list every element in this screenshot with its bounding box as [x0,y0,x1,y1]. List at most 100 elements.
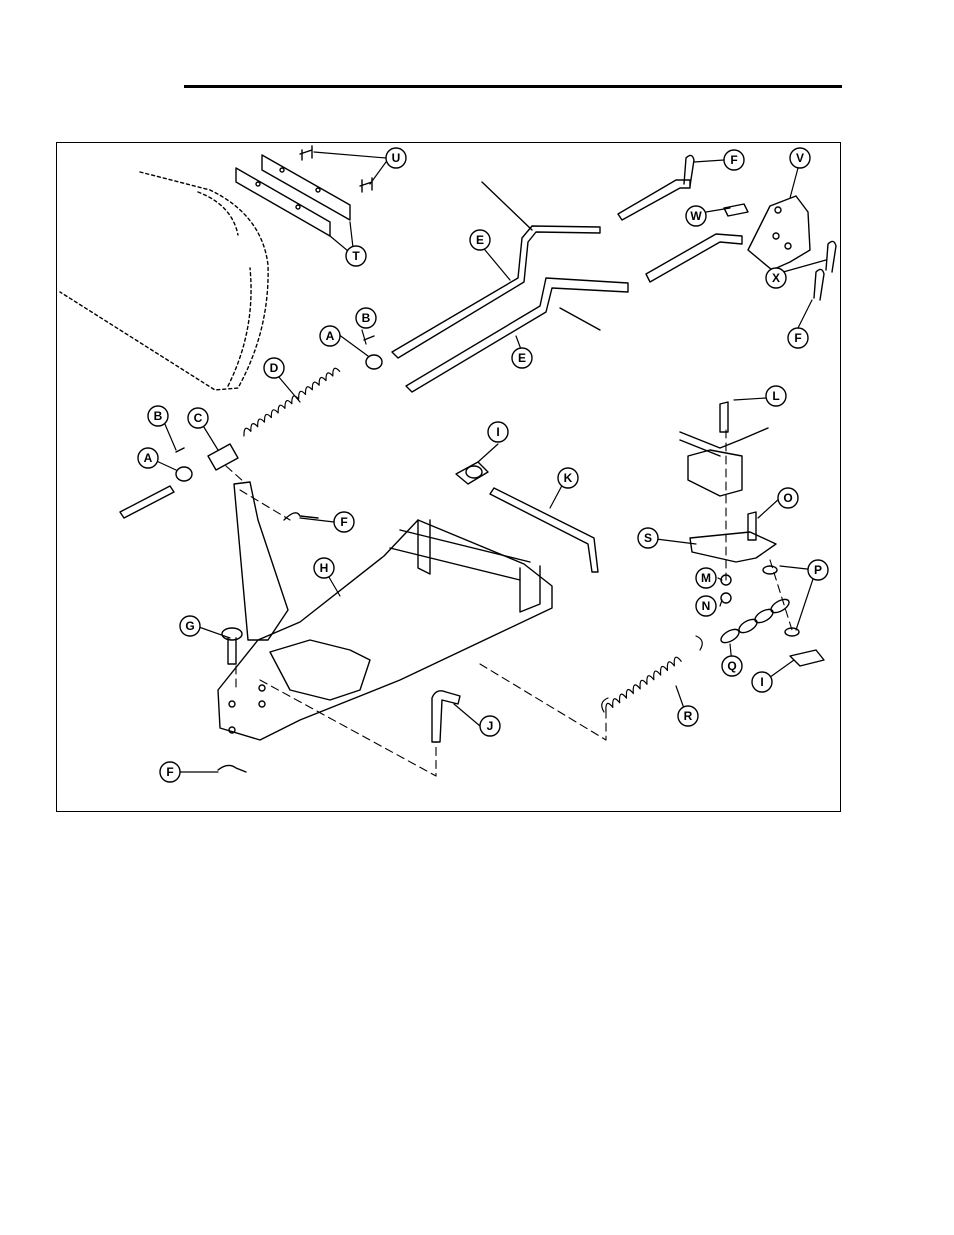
callout-label: P [814,563,822,577]
chain-part [720,598,790,644]
callout-circle [187,407,209,429]
callout-circle [385,147,407,169]
short-rods [617,179,743,283]
callout-circle [807,559,829,581]
callout-circle [147,405,169,427]
callout-f4: F [159,761,181,783]
callout-f3: F [333,511,355,533]
callout-w: W [685,205,707,227]
callout-a1: A [319,325,341,347]
callout-s: S [637,527,659,549]
callout-label: A [144,451,153,465]
assembly-lines [225,429,793,777]
callout-label: K [564,471,573,485]
callout-label: L [772,389,779,403]
callout-circle [557,467,579,489]
callout-label: F [794,331,801,345]
callout-circle [777,487,799,509]
plate-s [689,531,777,563]
callout-b2: B [147,405,169,427]
callout-label: R [684,709,693,723]
callout-g: G [179,615,201,637]
callout-l: L [765,385,787,407]
callout-a2: A [137,447,159,469]
callout-o: O [777,487,799,509]
callout-layer: U T F V W X F E E B A D B C A I K L F H O S P MN G Q I R J F [137,147,829,783]
callout-circle [333,511,355,533]
callout-circle [159,761,181,783]
callout-circle [263,357,285,379]
callout-label: F [340,515,347,529]
callout-label: H [320,561,329,575]
callout-circle [179,615,201,637]
hitch-pin-part [221,627,243,665]
callout-circle [469,229,491,251]
callout-circle [355,307,377,329]
callout-circle [787,327,809,349]
callout-f2: F [787,327,809,349]
callout-label: C [194,411,203,425]
callout-label: Q [727,659,736,673]
callout-m: M [695,567,717,589]
callout-label: A [326,329,335,343]
callout-p: P [807,559,829,581]
mount-bracket [679,401,769,497]
callout-circle [695,567,717,589]
callout-circle [487,421,509,443]
callout-label: U [392,151,401,165]
callout-label: V [796,151,804,165]
callout-i2: I [751,671,773,693]
callout-label: E [476,233,484,247]
bolt-parts [299,145,373,193]
callout-u: U [385,147,407,169]
callout-circle [695,595,717,617]
nut-washer-parts [720,565,800,637]
hitch-frame [217,481,553,741]
callout-circle [313,557,335,579]
collar-parts [119,335,383,519]
callout-n: N [695,595,717,617]
callout-label: F [730,153,737,167]
callout-label: D [270,361,279,375]
clip-part [455,461,489,485]
compression-spring [243,367,341,437]
callout-label: X [772,271,780,285]
callout-circle [765,267,787,289]
callout-i1: I [487,421,509,443]
callout-label: B [362,311,371,325]
callout-label: M [701,571,711,585]
hair-pin-parts [217,154,837,773]
callout-label: N [702,599,711,613]
diagram-frame [56,142,841,812]
callout-h: H [313,557,335,579]
callout-label: J [487,719,494,733]
callout-circle [685,205,707,227]
callout-f1: F [723,149,745,171]
clip-part-lower [789,649,825,667]
callout-circle [765,385,787,407]
callout-label: S [644,531,652,545]
callout-x: X [765,267,787,289]
callout-e2: E [511,347,533,369]
callout-label: B [154,409,163,423]
callout-b1: B [355,307,377,329]
callout-t: T [345,245,367,267]
callout-circle [345,245,367,267]
callout-label: T [352,249,360,263]
callout-circle [723,149,745,171]
callout-v: V [789,147,811,169]
callout-r: R [677,705,699,727]
callout-c: C [187,407,209,429]
callout-e1: E [469,229,491,251]
callout-q: Q [721,655,743,677]
callout-circle [751,671,773,693]
callout-circle [789,147,811,169]
callout-circle [637,527,659,549]
header-rule [184,85,842,88]
handle-part [489,487,599,573]
callout-circle [137,447,159,469]
callout-circle [511,347,533,369]
callout-j: J [479,715,501,737]
lift-rods [391,181,629,393]
callout-label: I [496,425,499,439]
